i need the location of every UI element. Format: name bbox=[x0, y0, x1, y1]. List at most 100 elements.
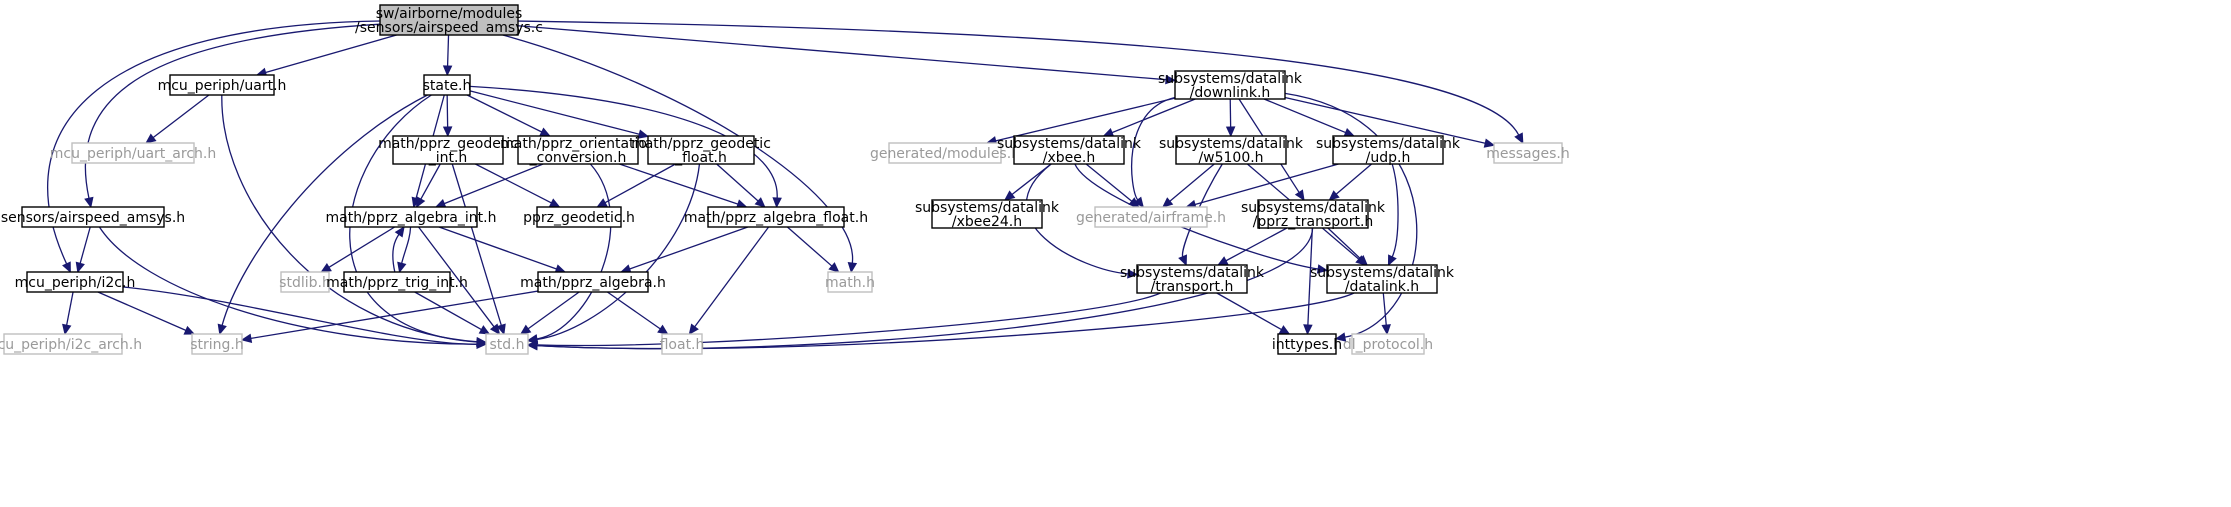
edge-root-to-state bbox=[446, 34, 450, 67]
node-geodetic[interactable]: pprz_geodetic.h bbox=[523, 206, 635, 228]
node-xbee24[interactable]: subsystems/datalink/xbee24.h bbox=[915, 199, 1060, 230]
node-orient[interactable]: math/pprz_orientation_conversion.h bbox=[500, 135, 656, 166]
node-box bbox=[1257, 199, 1369, 229]
edge-arrowhead-downlink-to-pprz-transport bbox=[1294, 189, 1305, 202]
node-box bbox=[191, 333, 243, 355]
edge-state-to-alg-float bbox=[469, 85, 778, 199]
node-inttypes[interactable]: inttypes.h bbox=[1272, 333, 1342, 355]
node-label: subsystems/datalink bbox=[1159, 136, 1304, 152]
node-string: string.h bbox=[190, 333, 244, 355]
edge-uart-to-uart-arch bbox=[152, 94, 210, 139]
node-trig[interactable]: math/pprz_trig_int.h bbox=[326, 271, 468, 293]
node-label: mcu_periph/uart_arch.h bbox=[50, 146, 216, 162]
node-box bbox=[1175, 135, 1287, 165]
edge-arrowhead-xbee-to-xbee24 bbox=[1003, 190, 1016, 201]
node-box bbox=[707, 206, 845, 228]
node-label: math/pprz_trig_int.h bbox=[326, 275, 468, 291]
node-box bbox=[21, 206, 165, 228]
node-box bbox=[3, 333, 123, 355]
edge-pprz-transport-to-transport bbox=[1225, 227, 1288, 262]
edge-arrowhead-alg-float-to-math bbox=[828, 262, 840, 273]
node-box bbox=[1326, 264, 1438, 294]
edge-xbee-to-gen-airframe bbox=[1085, 163, 1133, 202]
node-label: /datalink.h bbox=[1345, 279, 1419, 295]
node-box bbox=[71, 142, 195, 164]
node-label: /xbee24.h bbox=[952, 214, 1022, 230]
edge-downlink-to-gen-modules bbox=[995, 97, 1176, 142]
edge-root-to-downlink bbox=[517, 25, 1167, 81]
node-pprz-transport[interactable]: subsystems/datalink/pprz_transport.h bbox=[1241, 199, 1386, 230]
node-alg-float[interactable]: math/pprz_algebra_float.h bbox=[684, 206, 868, 228]
node-geo-int[interactable]: math/pprz_geodetic_int.h bbox=[378, 135, 518, 166]
node-std: std.h bbox=[485, 333, 529, 355]
edge-arrowhead-downlink-to-w5100 bbox=[1225, 126, 1236, 138]
node-label: /downlink.h bbox=[1190, 85, 1271, 101]
node-downlink[interactable]: subsystems/datalink/downlink.h bbox=[1158, 70, 1303, 101]
node-transport[interactable]: subsystems/datalink/transport.h bbox=[1120, 264, 1265, 295]
node-label: generated/airframe.h bbox=[1076, 210, 1226, 226]
node-label: subsystems/datalink bbox=[1310, 265, 1455, 281]
node-uart-arch: mcu_periph/uart_arch.h bbox=[50, 142, 216, 164]
node-label: sw/airborne/modules bbox=[376, 6, 523, 22]
edge-arrowhead-amsys-h-to-i2c bbox=[75, 261, 85, 274]
node-uart[interactable]: mcu_periph/uart.h bbox=[158, 74, 287, 96]
edge-udp-to-datalink bbox=[1391, 163, 1399, 258]
edge-i2c-to-i2c-arch bbox=[66, 291, 74, 326]
edge-arrowhead-state-to-string bbox=[217, 323, 227, 336]
node-box bbox=[537, 271, 649, 293]
node-box bbox=[1094, 206, 1208, 228]
node-state[interactable]: state.h bbox=[423, 74, 472, 96]
node-geo-float[interactable]: math/pprz_geodetic_float.h bbox=[631, 135, 771, 166]
edge-pprz-transport-to-datalink bbox=[1327, 227, 1362, 260]
edge-arrowhead-uart-to-uart-arch bbox=[145, 133, 157, 144]
node-label: std.h bbox=[490, 337, 525, 353]
edge-arrowhead-i2c-to-std bbox=[476, 339, 488, 350]
edge-alg-int-to-algebra bbox=[438, 226, 557, 270]
node-label: _float.h bbox=[674, 150, 727, 166]
edge-transport-to-inttypes bbox=[1216, 292, 1282, 331]
node-label: /w5100.h bbox=[1198, 150, 1263, 166]
node-label: subsystems/datalink bbox=[997, 136, 1142, 152]
node-label: subsystems/datalink bbox=[1120, 265, 1265, 281]
node-box bbox=[931, 199, 1043, 229]
node-xbee[interactable]: subsystems/datalink/xbee.h bbox=[997, 135, 1142, 166]
node-label: /transport.h bbox=[1151, 279, 1234, 295]
node-label: dl_protocol.h bbox=[1343, 337, 1433, 353]
node-label: string.h bbox=[190, 337, 244, 353]
node-label: subsystems/datalink bbox=[1158, 71, 1303, 87]
node-box bbox=[647, 135, 755, 165]
edge-arrowhead-algebra-to-string bbox=[240, 333, 253, 344]
node-algebra[interactable]: math/pprz_algebra.h bbox=[520, 271, 666, 293]
node-box bbox=[379, 4, 519, 36]
edge-arrowhead-algebra-to-float bbox=[657, 324, 669, 335]
edge-arrowhead-w5100-to-transport bbox=[1178, 254, 1187, 267]
node-box bbox=[343, 271, 451, 293]
edge-w5100-to-gen-airframe bbox=[1169, 163, 1215, 202]
edge-arrowhead-alg-int-to-stdlib bbox=[320, 262, 332, 273]
edge-arrowhead-geo-int-to-geodetic bbox=[548, 198, 561, 208]
node-label: math/pprz_geodetic bbox=[378, 136, 518, 152]
node-box bbox=[827, 271, 873, 293]
node-w5100[interactable]: subsystems/datalink/w5100.h bbox=[1159, 135, 1304, 166]
node-datalink[interactable]: subsystems/datalink/datalink.h bbox=[1310, 264, 1455, 295]
node-label: /udp.h bbox=[1366, 150, 1411, 166]
node-amsys-h[interactable]: sensors/airspeed_amsys.h bbox=[1, 206, 185, 228]
edge-udp-to-gen-airframe bbox=[1194, 163, 1339, 206]
edge-arrowhead-alg-float-to-float bbox=[688, 323, 699, 335]
edge-geo-int-to-std bbox=[451, 163, 502, 326]
edge-state-to-string bbox=[221, 94, 428, 326]
node-alg-int[interactable]: math/pprz_algebra_int.h bbox=[326, 206, 497, 228]
edge-algebra-to-std bbox=[527, 291, 580, 330]
edge-geo-float-to-std bbox=[536, 163, 701, 341]
node-box bbox=[26, 271, 124, 293]
node-udp[interactable]: subsystems/datalink/udp.h bbox=[1316, 135, 1461, 166]
node-root[interactable]: sw/airborne/modules/sensors/airspeed_ams… bbox=[355, 4, 543, 36]
node-i2c[interactable]: mcu_periph/i2c.h bbox=[15, 271, 136, 293]
edge-arrowhead-i2c-to-i2c-arch bbox=[62, 323, 72, 336]
edge-arrowhead-xbee-to-transport bbox=[1127, 269, 1139, 279]
node-box bbox=[485, 333, 529, 355]
node-box bbox=[1136, 264, 1248, 294]
edge-arrowhead-udp-to-datalink bbox=[1387, 254, 1397, 267]
node-i2c-arch: mcu_periph/i2c_arch.h bbox=[0, 333, 142, 355]
